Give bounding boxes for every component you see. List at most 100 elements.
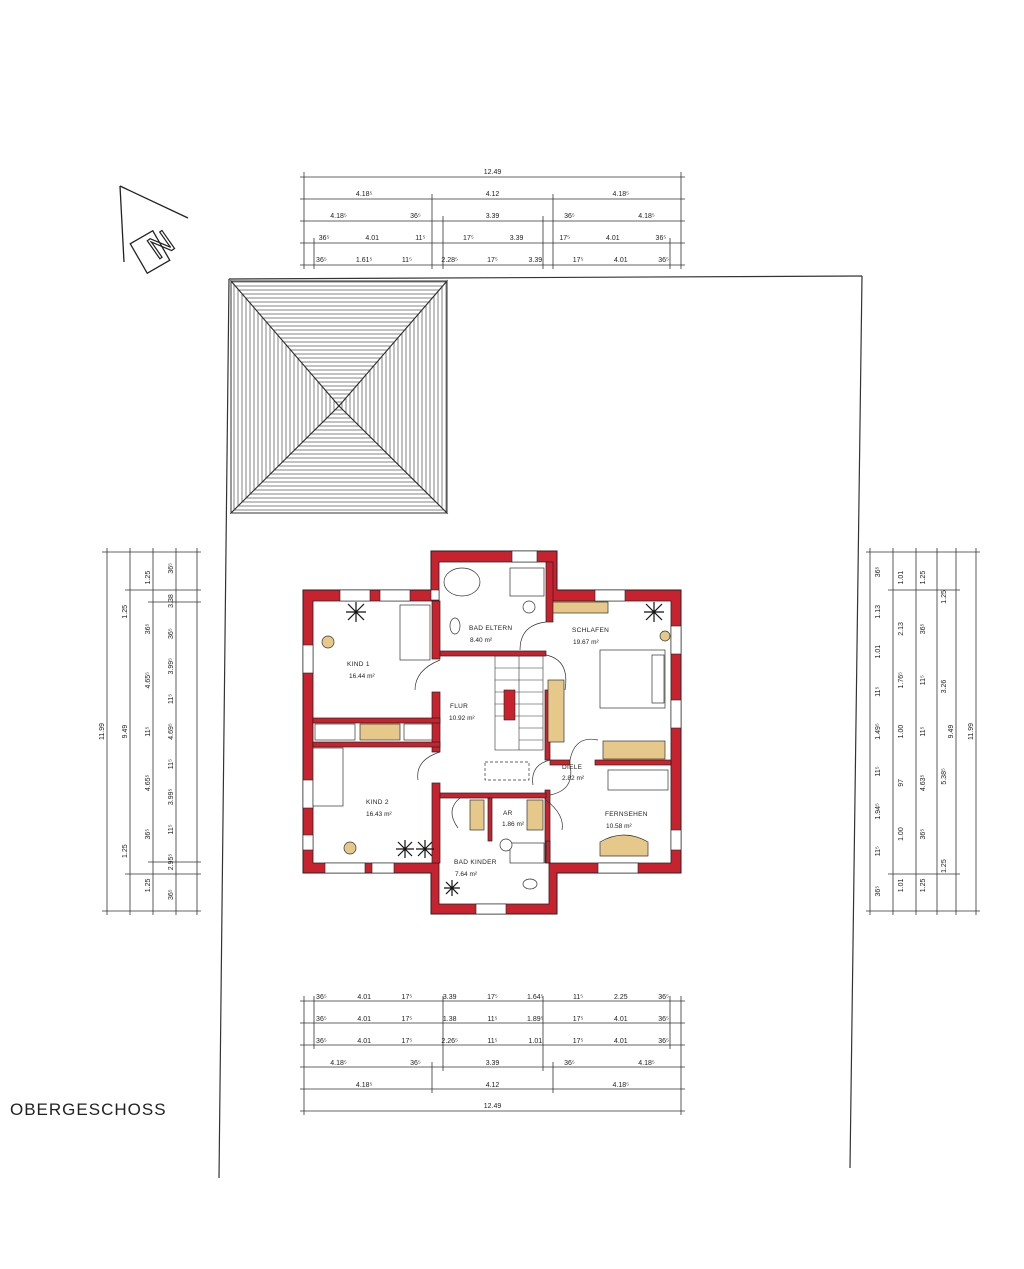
dimension-value: 2.13 [898,622,905,636]
room-area: 7.64 m² [455,871,478,878]
dimension-value: 1.38 [443,1016,457,1023]
dimension-value: 4.01 [614,1038,628,1045]
dimension-value: 11⁵ [920,675,927,685]
dimension-value: 4.18⁵ [613,191,630,198]
dimension-lines-top [300,172,685,269]
stair-core [503,689,516,721]
dimension-value: 36⁵ [168,628,175,639]
room-name: BAD ELTERN [469,625,512,632]
dimension-value: 11⁵ [145,726,152,736]
room-name: FERNSEHEN [605,811,648,818]
dimension-value: 36⁵ [316,1038,327,1045]
room-label-fernsehen: FERNSEHEN 10.58 m² [605,811,648,830]
dimension-value: 11⁵ [875,846,882,856]
dimension-value: 12.49 [484,169,502,176]
dimension-value: 17⁵ [559,235,570,242]
dimension-value: 1.25 [941,859,948,873]
room-label-flur: FLUR 10.92 m² [449,703,475,722]
dimension-value: 4.18⁵ [330,213,347,220]
dimension-value: 2.28⁵ [441,257,458,264]
plant-icon [346,602,664,896]
dimension-value: 4.01 [365,235,379,242]
dimension-lines-bottom [300,996,685,1115]
room-label-schlafen: SCHLAFEN 19.67 m² [572,627,609,646]
dimension-value: 36⁵ [316,994,327,1001]
dimension-value: 1.25 [122,605,129,619]
dimension-chain-right: 36⁵11⁵1.94⁵11⁵1.49⁵11⁵1.011.1336⁵1.011.0… [875,566,975,896]
dimension-value: 4.01 [606,235,620,242]
dimension-value: 36⁵ [145,623,152,634]
dimension-value: 4.01 [357,994,371,1001]
dimension-value: 11.99 [99,723,106,740]
dimension-value: 4.69⁵ [168,723,175,740]
site-boundary [218,275,863,1179]
dimension-value: 36⁵ [920,623,927,634]
dimension-value: 36⁵ [658,994,669,1001]
doors [414,621,599,831]
dimension-value: 11⁵ [920,726,927,736]
dimension-value: 4.63⁵ [920,774,927,791]
room-area: 10.58 m² [606,823,632,830]
dimension-value: 11⁵ [487,1016,497,1023]
dimension-value: 3.39 [528,257,542,264]
room-label-ar: AR 1.86 m² [502,810,525,828]
dimension-value: 11⁵ [875,686,882,696]
dimension-value: 11⁵ [402,257,412,264]
dimension-value: 36⁵ [410,1060,421,1067]
dimension-value: 2.26⁵ [441,1038,458,1045]
dimension-value: 36⁵ [658,1038,669,1045]
dimension-value: 36⁵ [316,1016,327,1023]
dimension-value: 3.39 [510,235,524,242]
room-area: 16.43 m² [366,811,392,818]
room-name: FLUR [450,703,468,710]
dimension-value: 36⁵ [168,563,175,574]
dimension-value: 3.99⁵ [168,788,175,805]
dimension-value: 3.39 [443,994,457,1001]
room-area: 1.86 m² [502,821,525,828]
dimension-value: 36⁵ [168,889,175,900]
dimension-value: 1.76⁵ [898,672,905,689]
dimension-value: 3.99⁵ [168,658,175,675]
dimension-value: 1.25 [941,590,948,604]
dimension-value: 36⁵ [564,1060,575,1067]
dimension-value: 4.01 [357,1016,371,1023]
dimension-value: 3.39 [486,1060,500,1067]
floor-title: OBERGESCHOSS [10,1100,167,1119]
dimension-value: 2.25 [614,994,628,1001]
dimension-value: 4.18⁵ [356,1082,373,1089]
dimension-value: 1.25 [122,844,129,858]
dimension-value: 97 [898,779,905,787]
room-name: BAD KINDER [454,859,497,866]
dimension-value: 1.01 [875,645,882,659]
dimension-value: 1.61⁵ [356,257,373,264]
room-name: AR [503,810,513,817]
room-area: 19.67 m² [573,639,599,646]
dimension-value: 17⁵ [487,994,498,1001]
room-area: 2.82 m² [562,775,585,782]
room-label-bad-eltern: BAD ELTERN 8.40 m² [469,625,512,644]
dimension-chain-left: 11.991.259.491.251.2536⁵4.65⁵11⁵4.65⁵36⁵… [99,563,175,900]
dimension-value: 36⁵ [658,257,669,264]
room-area: 10.92 m² [449,715,475,722]
dimension-value: 2.95⁵ [168,854,175,871]
dimension-value: 1.49⁵ [875,723,882,740]
dimension-value: 36⁵ [410,213,421,220]
room-label-diele: DIELE 2.82 m² [562,764,585,782]
dimension-value: 3.26 [941,680,948,694]
dimension-value: 4.18⁵ [638,213,655,220]
dimension-value: 17⁵ [573,1038,584,1045]
dimension-value: 11⁵ [168,694,175,704]
dimension-value: 12.49 [484,1103,502,1110]
dimension-value: 4.01 [614,1016,628,1023]
room-name: SCHLAFEN [572,627,609,634]
dimension-value: 1.25 [145,878,152,892]
dimension-value: 4.01 [614,257,628,264]
interior-walls [312,561,672,864]
room-area: 8.40 m² [470,637,493,644]
dimension-value: 4.12 [486,191,500,198]
dimension-value: 36⁵ [658,1016,669,1023]
dimension-value: 3.38 [168,594,175,608]
dimension-value: 4.18⁵ [330,1060,347,1067]
